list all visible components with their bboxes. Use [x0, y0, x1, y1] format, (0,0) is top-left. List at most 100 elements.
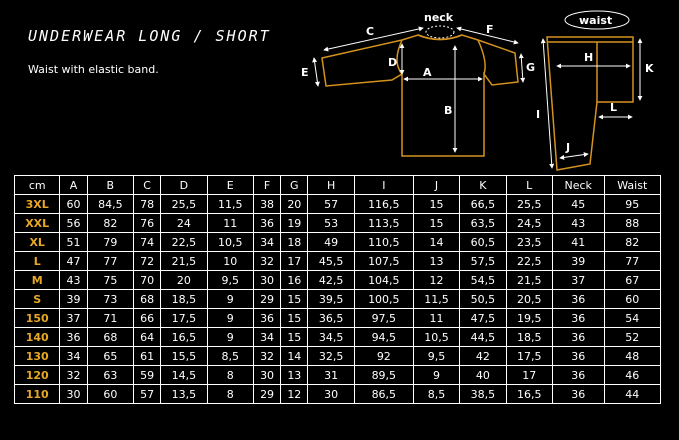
table-cell: 19,5 — [505, 308, 553, 328]
table-cell: 21,5 — [505, 270, 553, 290]
size-cell: XXL — [13, 213, 61, 233]
page-title: UNDERWEAR LONG / SHORT — [28, 27, 271, 45]
table-cell: 9,5 — [206, 270, 254, 290]
table-cell: 15 — [280, 308, 309, 328]
table-cell: 37 — [551, 270, 605, 290]
table-cell: 42,5 — [307, 270, 355, 290]
table-cell: 25,5 — [160, 194, 208, 214]
table-cell: 9 — [412, 365, 461, 385]
table-cell: 54,5 — [459, 270, 507, 290]
table-cell: 46 — [603, 365, 662, 385]
table-cell: 15,5 — [160, 346, 208, 366]
size-cell: 130 — [13, 346, 61, 366]
table-cell: 54 — [603, 308, 662, 328]
table-cell: 25,5 — [505, 194, 553, 214]
table-cell: 42 — [459, 346, 507, 366]
table-cell: 39 — [59, 289, 88, 309]
column-header: Neck — [551, 175, 605, 195]
size-cell: 3XL — [13, 194, 61, 214]
table-cell: 48 — [603, 346, 662, 366]
table-cell: 92 — [353, 346, 414, 366]
table-cell: 32 — [59, 365, 88, 385]
label-waist: waist — [579, 14, 612, 27]
table-cell: 36 — [551, 327, 605, 347]
table-cell: 86,5 — [353, 384, 414, 404]
table-cell: 21,5 — [160, 251, 208, 271]
table-cell: 36,5 — [307, 308, 355, 328]
table-cell: 15 — [412, 213, 461, 233]
table-cell: 43 — [59, 270, 88, 290]
label-j: J — [565, 141, 570, 154]
table-cell: 23,5 — [505, 232, 553, 252]
size-diagram: neck C F D A B E G waist H K L I J — [301, 10, 654, 171]
table-cell: 94,5 — [353, 327, 414, 347]
size-cell: 150 — [13, 308, 61, 328]
table-cell: 68 — [132, 289, 162, 309]
table-cell: 43 — [551, 213, 605, 233]
table-cell: 30 — [252, 365, 282, 385]
table-cell: 95 — [603, 194, 662, 214]
table-cell: 14 — [412, 232, 461, 252]
table-cell: 66,5 — [459, 194, 507, 214]
table-cell: 34,5 — [307, 327, 355, 347]
table-cell: 77 — [603, 251, 662, 271]
table-cell: 82 — [603, 232, 662, 252]
table-cell: 59 — [132, 365, 162, 385]
table-cell: 49 — [307, 232, 355, 252]
table-cell: 20,5 — [505, 289, 553, 309]
table-cell: 13 — [412, 251, 461, 271]
table-cell: 12 — [280, 384, 309, 404]
table-cell: 88 — [603, 213, 662, 233]
label-f: F — [486, 23, 494, 36]
column-header: D — [160, 175, 208, 195]
table-cell: 38 — [252, 194, 282, 214]
table-cell: 40 — [459, 365, 507, 385]
table-cell: 15 — [280, 327, 309, 347]
table-cell: 44 — [603, 384, 662, 404]
table-cell: 66 — [132, 308, 162, 328]
table-cell: 51 — [59, 232, 88, 252]
table-cell: 57 — [307, 194, 355, 214]
table-cell: 76 — [132, 213, 162, 233]
table-cell: 100,5 — [353, 289, 414, 309]
column-header: J — [412, 175, 461, 195]
table-cell: 74 — [132, 232, 162, 252]
measure-lines — [312, 10, 643, 169]
size-cell: M — [13, 270, 61, 290]
label-e: E — [301, 66, 309, 79]
table-cell: 36 — [59, 327, 88, 347]
label-g: G — [526, 61, 535, 74]
label-k: K — [645, 62, 654, 75]
table-cell: 17 — [280, 251, 309, 271]
table-cell: 77 — [86, 251, 135, 271]
column-header: H — [307, 175, 355, 195]
size-cell: 110 — [13, 384, 61, 404]
column-header: E — [206, 175, 254, 195]
table-cell: 34 — [59, 346, 88, 366]
pants-outline — [546, 36, 634, 171]
table-cell: 63 — [86, 365, 135, 385]
page-subtitle: Waist with elastic band. — [28, 63, 159, 76]
table-cell: 107,5 — [353, 251, 414, 271]
column-header: G — [280, 175, 309, 195]
table-cell: 30 — [59, 384, 88, 404]
table-cell: 44,5 — [459, 327, 507, 347]
table-cell: 72 — [132, 251, 162, 271]
label-l: L — [610, 101, 617, 114]
table-cell: 14 — [280, 346, 309, 366]
table-cell: 36 — [252, 213, 282, 233]
table-cell: 63,5 — [459, 213, 507, 233]
table-cell: 75 — [86, 270, 135, 290]
table-cell: 9 — [206, 289, 254, 309]
table-cell: 47 — [59, 251, 88, 271]
table-cell: 34 — [252, 327, 282, 347]
table-cell: 16,5 — [505, 384, 553, 404]
